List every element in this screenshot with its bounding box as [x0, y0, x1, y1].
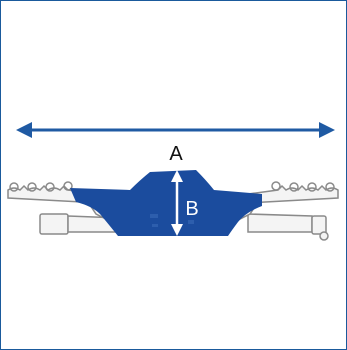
dimension-b-label: B — [185, 198, 198, 220]
dimension-b-arrow — [171, 170, 183, 236]
molded-hub — [70, 170, 262, 236]
dimension-a-arrow — [16, 122, 335, 138]
right-terminals — [237, 181, 339, 241]
hub-texture — [150, 214, 194, 227]
dimension-a-label: A — [169, 143, 183, 165]
